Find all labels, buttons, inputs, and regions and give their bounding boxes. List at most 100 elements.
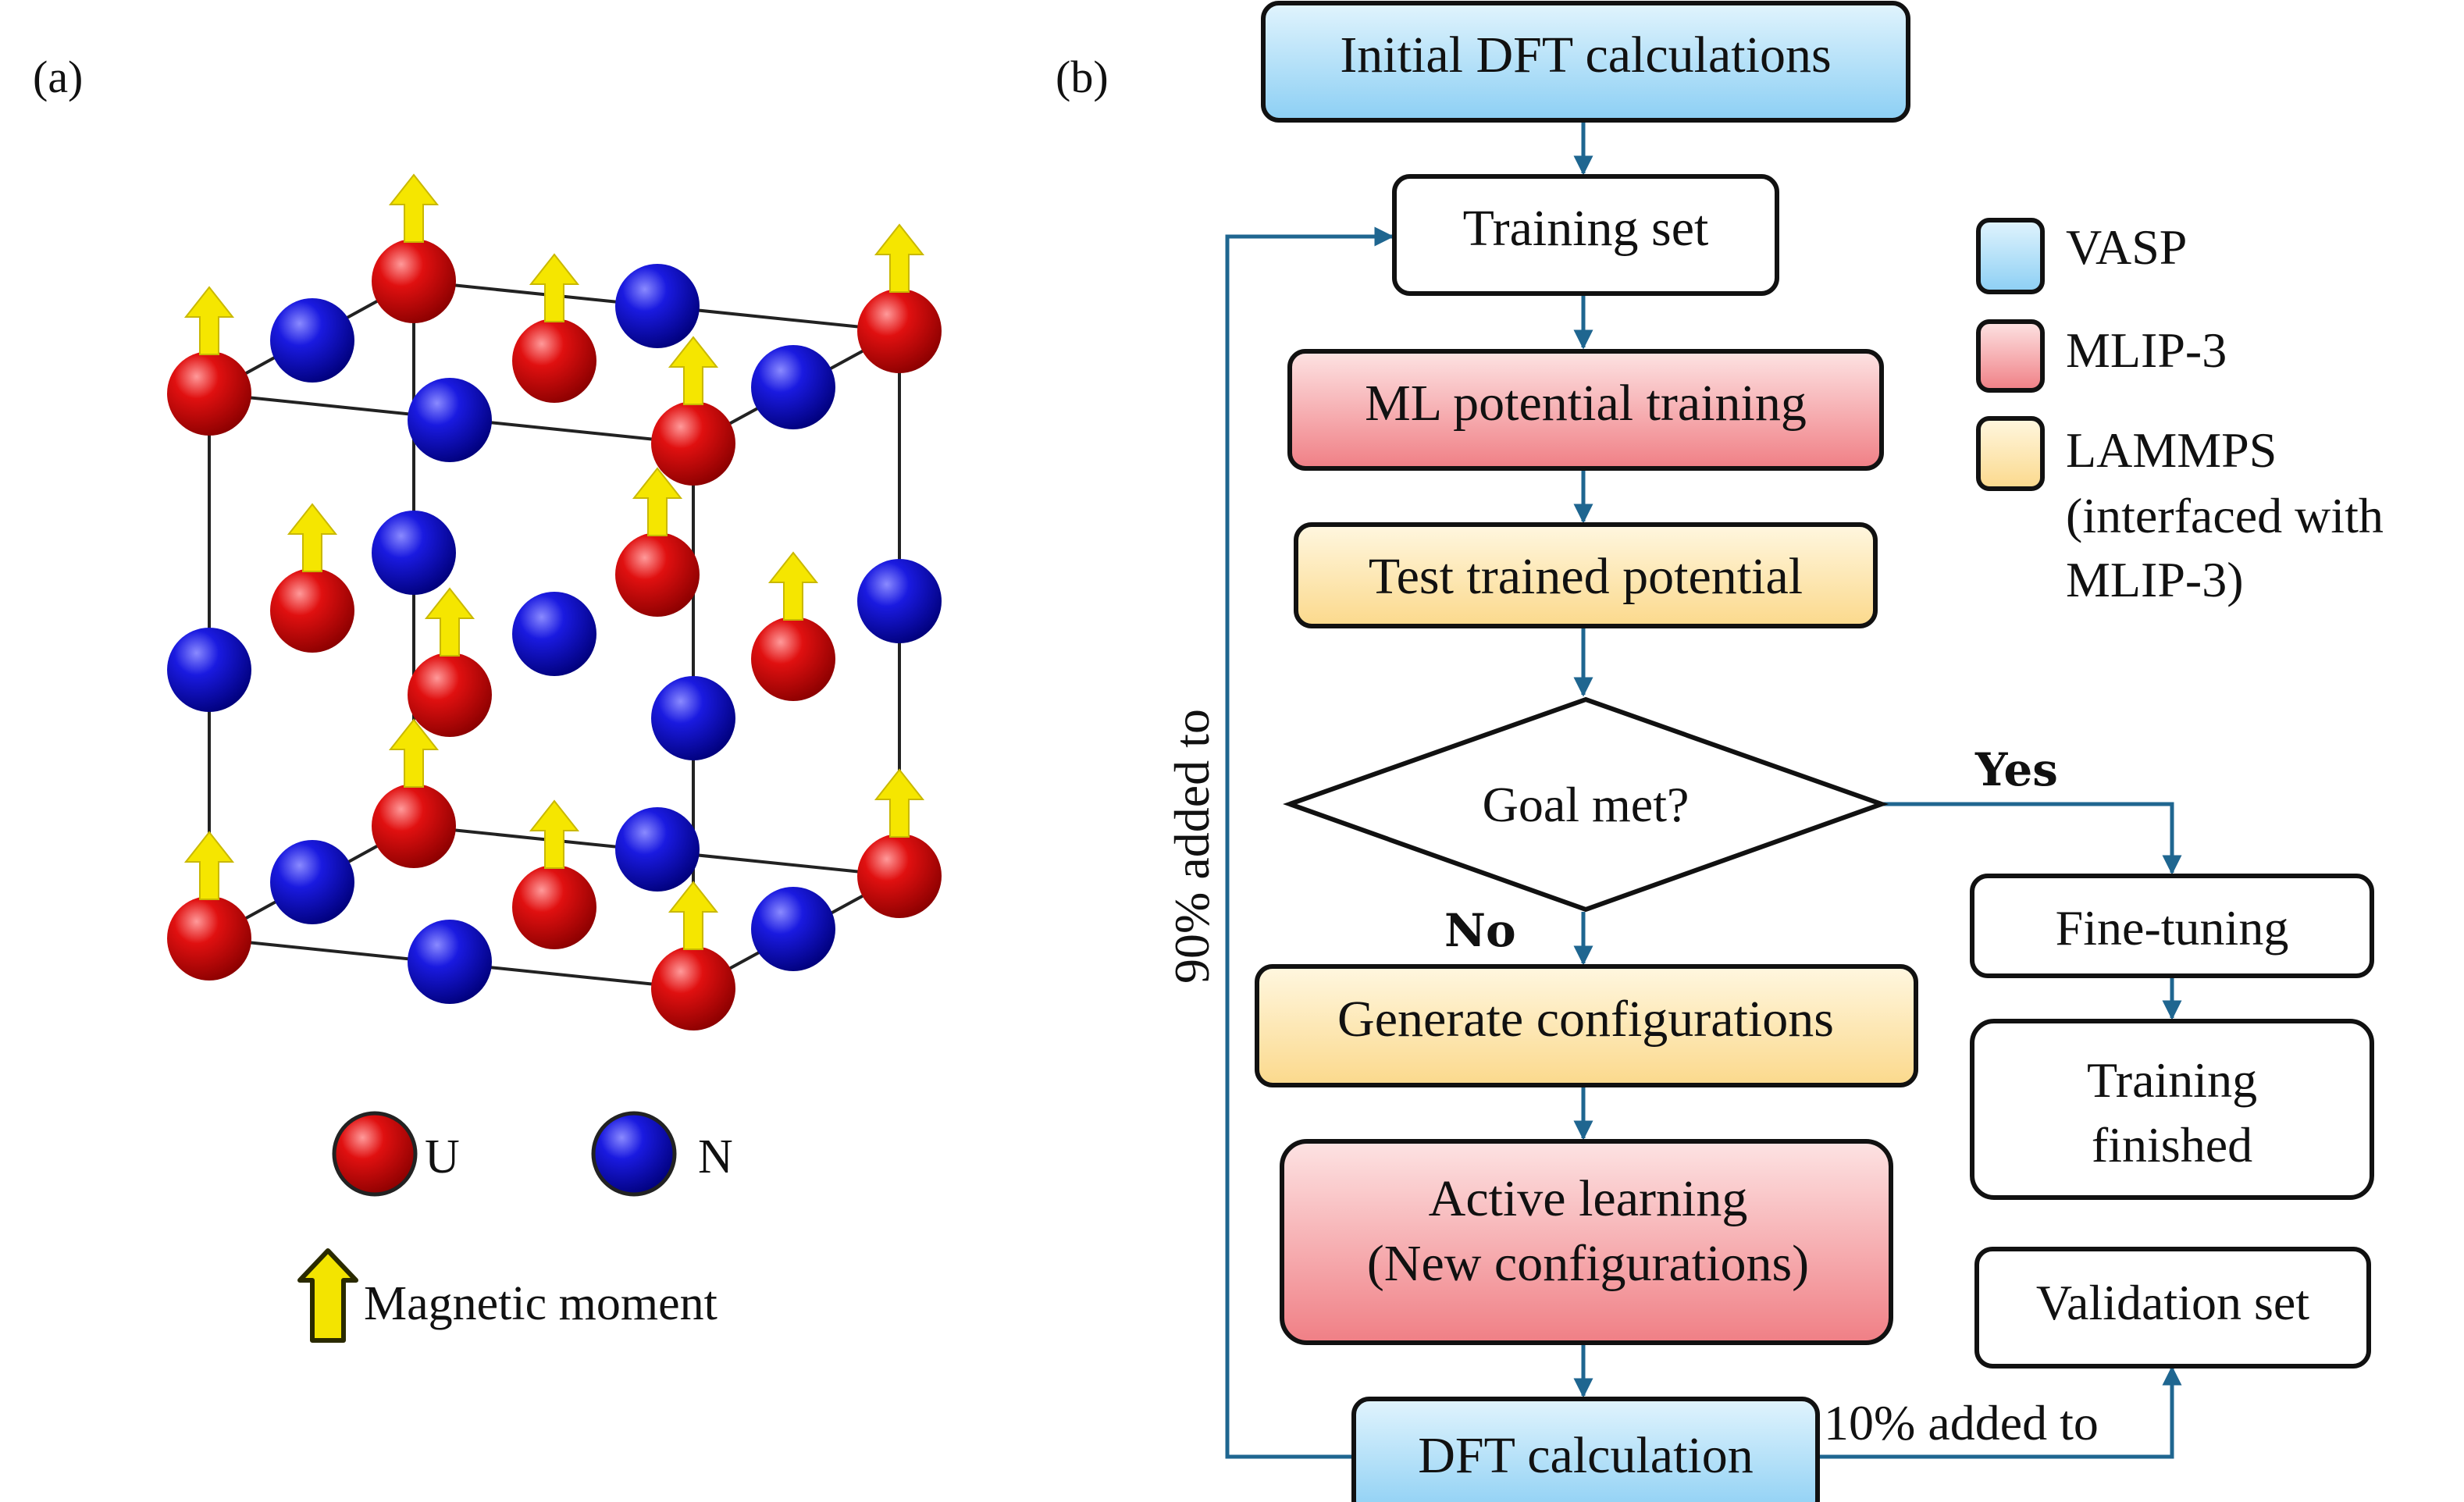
nitrogen-sphere xyxy=(751,345,835,429)
mlip-legend-swatch xyxy=(1976,319,2045,393)
lammps-legend-label-line2: (interfaced with xyxy=(2066,488,2384,543)
no-label: No xyxy=(1444,904,1516,957)
magnetic-moment-arrow xyxy=(529,253,580,322)
software-legend: VASP MLIP-3 LAMMPS (interfaced with MLIP… xyxy=(1976,218,2384,607)
magnetic-moment-arrow xyxy=(668,336,719,405)
nitrogen-legend-swatch xyxy=(591,1111,677,1197)
uranium-legend-label: U xyxy=(425,1130,460,1183)
nitrogen-sphere xyxy=(270,840,354,924)
uranium-atom xyxy=(270,503,354,653)
lammps-legend-swatch xyxy=(1976,416,2045,491)
magnetic-moment-legend-icon xyxy=(297,1248,358,1343)
nitrogen-atom xyxy=(270,298,354,383)
goal-met-decision xyxy=(1283,696,1889,913)
nitrogen-atom xyxy=(651,676,735,760)
vasp-legend-swatch xyxy=(1976,218,2045,294)
active-learning-text-line2: (New configurations) xyxy=(1367,1235,1809,1292)
uranium-atom xyxy=(512,253,596,403)
nitrogen-sphere xyxy=(372,511,456,595)
uranium-legend-swatch xyxy=(332,1111,418,1197)
training-set-text: Training set xyxy=(1463,200,1709,257)
nitrogen-sphere xyxy=(512,592,596,676)
magnetic-moment-arrow xyxy=(767,551,819,621)
training-finished-text-line2: finished xyxy=(2092,1117,2252,1173)
uranium-atom xyxy=(857,768,942,918)
magnetic-moment-arrow xyxy=(424,587,475,657)
uranium-atom xyxy=(372,173,456,323)
uranium-sphere xyxy=(857,289,942,373)
uranium-sphere xyxy=(372,239,456,323)
magnetic-moment-arrow xyxy=(388,718,440,788)
lammps-legend-label-line3: MLIP-3) xyxy=(2066,552,2244,607)
fine-tuning-box xyxy=(1970,874,2374,978)
ml-training-box xyxy=(1287,349,1884,471)
magnetic-moment-arrow xyxy=(874,223,925,293)
nitrogen-sphere xyxy=(408,920,492,1004)
ten-percent-label: 10% added to xyxy=(1824,1395,2099,1450)
magnetic-moment-arrow xyxy=(874,768,925,838)
flow-connectors xyxy=(1225,121,2182,1459)
nitrogen-sphere xyxy=(751,887,835,971)
training-finished-text-line1: Training xyxy=(2087,1052,2257,1108)
mlip-legend-label: MLIP-3 xyxy=(2066,322,2227,378)
panel-b-label: (b) xyxy=(1056,52,1109,102)
nitrogen-sphere xyxy=(167,628,251,712)
active-learning-box xyxy=(1280,1139,1893,1345)
uranium-atom xyxy=(857,223,942,373)
magnetic-moment-arrow xyxy=(529,799,580,869)
uranium-atom xyxy=(167,286,251,436)
uranium-atom xyxy=(408,587,492,737)
nitrogen-atom xyxy=(167,628,251,712)
ninety-percent-label: 90% added to xyxy=(1164,709,1220,984)
uranium-sphere xyxy=(372,784,456,868)
uranium-atom xyxy=(651,881,735,1030)
magnetic-moment-legend-label: Magnetic moment xyxy=(364,1277,717,1330)
nitrogen-sphere xyxy=(857,559,942,643)
magnetic-moment-arrow xyxy=(632,467,683,536)
uranium-atom xyxy=(615,467,700,617)
magnetic-moment-arrow xyxy=(183,831,235,900)
dft-calculation-box xyxy=(1351,1397,1820,1502)
training-set-box xyxy=(1392,174,1779,296)
validation-set-text: Validation set xyxy=(2036,1275,2309,1330)
atoms xyxy=(167,173,942,1030)
training-finished-box xyxy=(1970,1019,2374,1200)
uranium-sphere xyxy=(270,568,354,653)
magnetic-moment-arrow xyxy=(287,503,338,572)
generate-configs-text: Generate configurations xyxy=(1337,991,1834,1048)
uranium-sphere xyxy=(167,351,251,436)
nitrogen-atom xyxy=(751,887,835,971)
magnetic-moment-arrow xyxy=(183,286,235,355)
atom-legend: U N Magnetic moment xyxy=(297,1111,733,1343)
uranium-nitride-crystal xyxy=(167,173,942,1030)
nitrogen-legend-label: N xyxy=(698,1130,733,1183)
nitrogen-atom xyxy=(408,378,492,462)
goal-met-text: Goal met? xyxy=(1483,777,1690,832)
nitrogen-atom xyxy=(751,345,835,429)
uranium-sphere xyxy=(512,319,596,403)
nitrogen-sphere xyxy=(408,378,492,462)
nitrogen-atom xyxy=(857,559,942,643)
ml-training-text: ML potential training xyxy=(1365,375,1807,432)
uranium-sphere xyxy=(651,401,735,486)
dft-calculation-text: DFT calculation xyxy=(1418,1427,1754,1484)
magnetic-moment-arrow xyxy=(668,881,719,950)
uranium-sphere xyxy=(857,834,942,918)
nitrogen-atom xyxy=(408,920,492,1004)
uranium-sphere xyxy=(512,865,596,949)
arrow-goal-to-finetune xyxy=(1882,802,2182,875)
initial-dft-box xyxy=(1261,1,1910,123)
uranium-sphere xyxy=(751,617,835,701)
nitrogen-atom xyxy=(615,807,700,892)
uranium-atom xyxy=(751,551,835,701)
uranium-atom xyxy=(167,831,251,981)
vasp-legend-label: VASP xyxy=(2066,219,2187,275)
fine-tuning-text: Fine-tuning xyxy=(2056,900,2289,956)
nitrogen-atom xyxy=(615,264,700,348)
nitrogen-atom xyxy=(270,840,354,924)
uranium-atom xyxy=(512,799,596,949)
magnetic-moment-arrow xyxy=(388,173,440,243)
lammps-legend-label-line1: LAMMPS xyxy=(2066,422,2277,478)
nitrogen-atom xyxy=(372,511,456,595)
